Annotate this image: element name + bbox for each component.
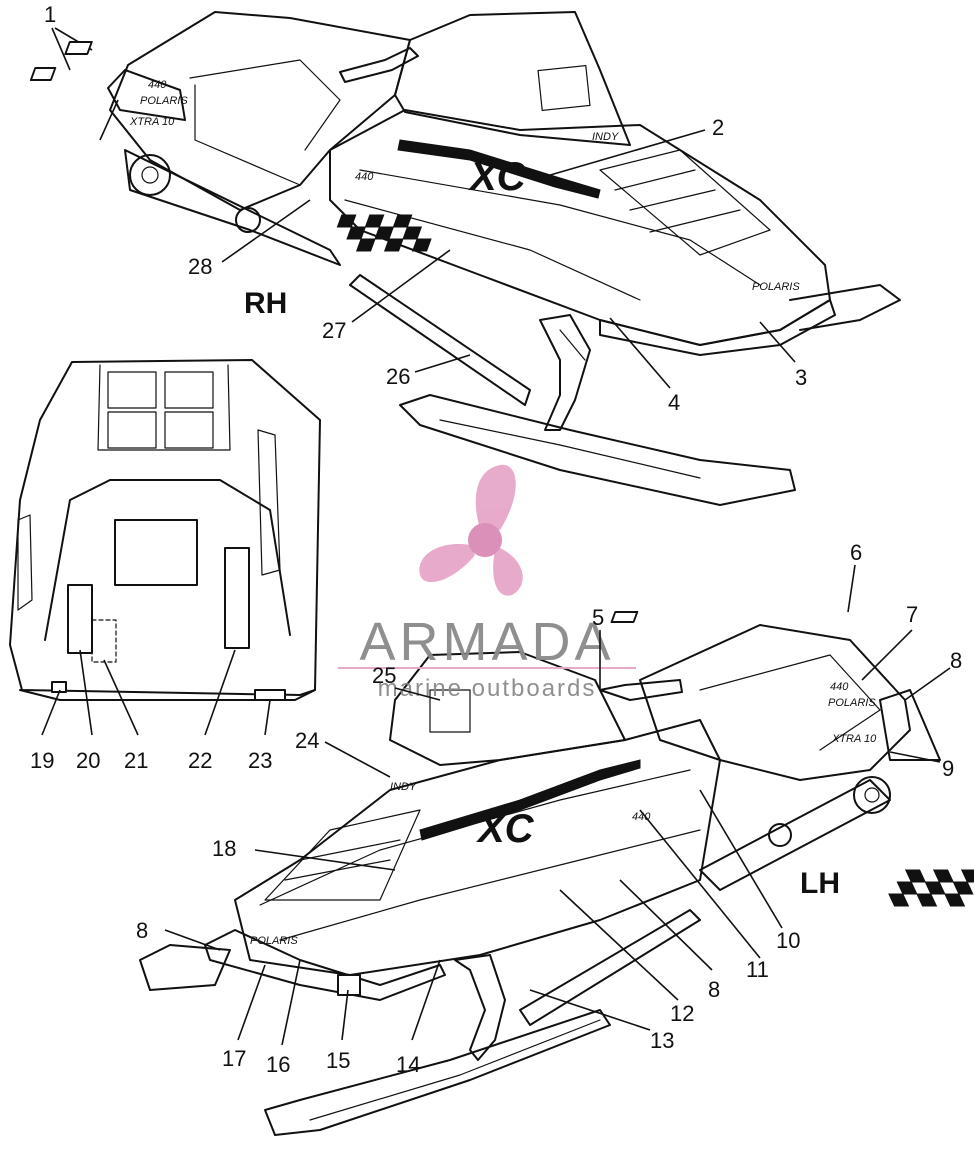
callout-11: 11 (746, 957, 769, 982)
lh-handlebar (599, 679, 683, 701)
callout-21: 21 (124, 748, 148, 773)
callout-20: 20 (76, 748, 100, 773)
callout-24: 24 (295, 728, 319, 753)
rh-polaris-nose: POLARIS (752, 281, 800, 293)
callout-26: 26 (386, 364, 410, 389)
hood-decal-21 (91, 619, 117, 663)
rh-xtra-label: XTRA 10 (129, 116, 175, 128)
rh-rear-wheel (129, 154, 171, 196)
rh-indy-label: INDY (592, 131, 619, 143)
hood-underside (9, 359, 321, 701)
callout-8-tail: 8 (950, 648, 962, 673)
callout-28: 28 (188, 254, 212, 279)
side-label-rh: RH (244, 287, 287, 320)
callout-23: 23 (248, 748, 272, 773)
watermark: ARMADA marine outboards (338, 464, 636, 702)
callout-10: 10 (776, 928, 800, 953)
watermark-brand: ARMADA (359, 612, 614, 672)
callout-17: 17 (222, 1046, 246, 1071)
lh-nose (204, 929, 446, 1001)
lh-ski-left (139, 944, 231, 991)
callout-16: 16 (266, 1052, 290, 1077)
callout-25: 25 (372, 663, 396, 688)
lh-bumper-decal (337, 974, 361, 996)
rh-checkered-decal (336, 214, 432, 252)
lh-polaris-tail: POLARIS (828, 697, 876, 709)
rh-tail (107, 69, 186, 121)
callout-19: 19 (30, 748, 54, 773)
propeller-icon (419, 464, 523, 596)
callout-7: 7 (906, 602, 918, 627)
lh-ski-right (264, 1009, 611, 1136)
callout-2: 2 (712, 115, 724, 140)
hood-decal-22 (224, 547, 250, 649)
lh-rear-wheel (853, 776, 891, 814)
callout-13: 13 (650, 1028, 674, 1053)
lh-tail (879, 689, 941, 761)
rh-440-side: 440 (355, 171, 374, 183)
callout-3: 3 (795, 365, 807, 390)
rh-polaris-tail: POLARIS (140, 95, 188, 107)
callout-5: 5 (592, 605, 604, 630)
rh-ski-left (399, 394, 796, 506)
lh-track (699, 779, 891, 891)
lh-xc-decal: XC (476, 807, 535, 851)
lh-polaris-nose: POLARIS (250, 935, 298, 947)
callout-8-nose: 8 (136, 918, 148, 943)
callout-27: 27 (322, 318, 346, 343)
lh-seat (639, 624, 911, 781)
rh-xc-decal: XC (468, 155, 527, 199)
hood-decal-20 (67, 584, 93, 654)
hood-plate (114, 519, 198, 586)
lh-snowmobile: XC 440 440 POLARIS XTRA 10 INDY POLARIS (139, 624, 974, 1136)
callout-9: 9 (942, 756, 954, 781)
lh-xtra-label: XTRA 10 (831, 733, 877, 745)
watermark-tagline: marine outboards (378, 675, 597, 702)
callout-labels: 1 2 3 4 5 6 7 8 9 10 11 8 12 13 14 15 16… (30, 2, 962, 1077)
callout-22: 22 (188, 748, 212, 773)
callout-18: 18 (212, 836, 236, 861)
rh-ski-right (789, 284, 901, 331)
lh-indy-label: INDY (390, 781, 417, 793)
rh-snowmobile: XC 440 440 POLARIS XTRA 10 INDY POLARIS (107, 11, 901, 506)
hood-decal-23 (254, 689, 286, 701)
callout-1: 1 (44, 2, 56, 27)
leader-lines (29, 27, 951, 1046)
lh-440-tail: 440 (830, 681, 849, 693)
rh-windshield (394, 11, 631, 146)
lh-440-side: 440 (632, 811, 651, 823)
callout-15: 15 (326, 1048, 350, 1073)
lh-checkered-decal (888, 869, 974, 907)
side-label-lh: LH (800, 867, 840, 900)
rh-track (124, 149, 341, 266)
callout-14: 14 (396, 1052, 420, 1077)
rh-nose (599, 299, 836, 356)
callout-8-side: 8 (708, 977, 720, 1002)
rh-running-board (349, 274, 531, 406)
callout-6: 6 (850, 540, 862, 565)
lh-running-board (519, 909, 701, 1026)
rh-440-tail: 440 (148, 79, 167, 91)
callout-4: 4 (668, 390, 680, 415)
rh-handlebar (339, 47, 419, 83)
callout-12: 12 (670, 1001, 694, 1026)
hood-outline (9, 359, 321, 696)
